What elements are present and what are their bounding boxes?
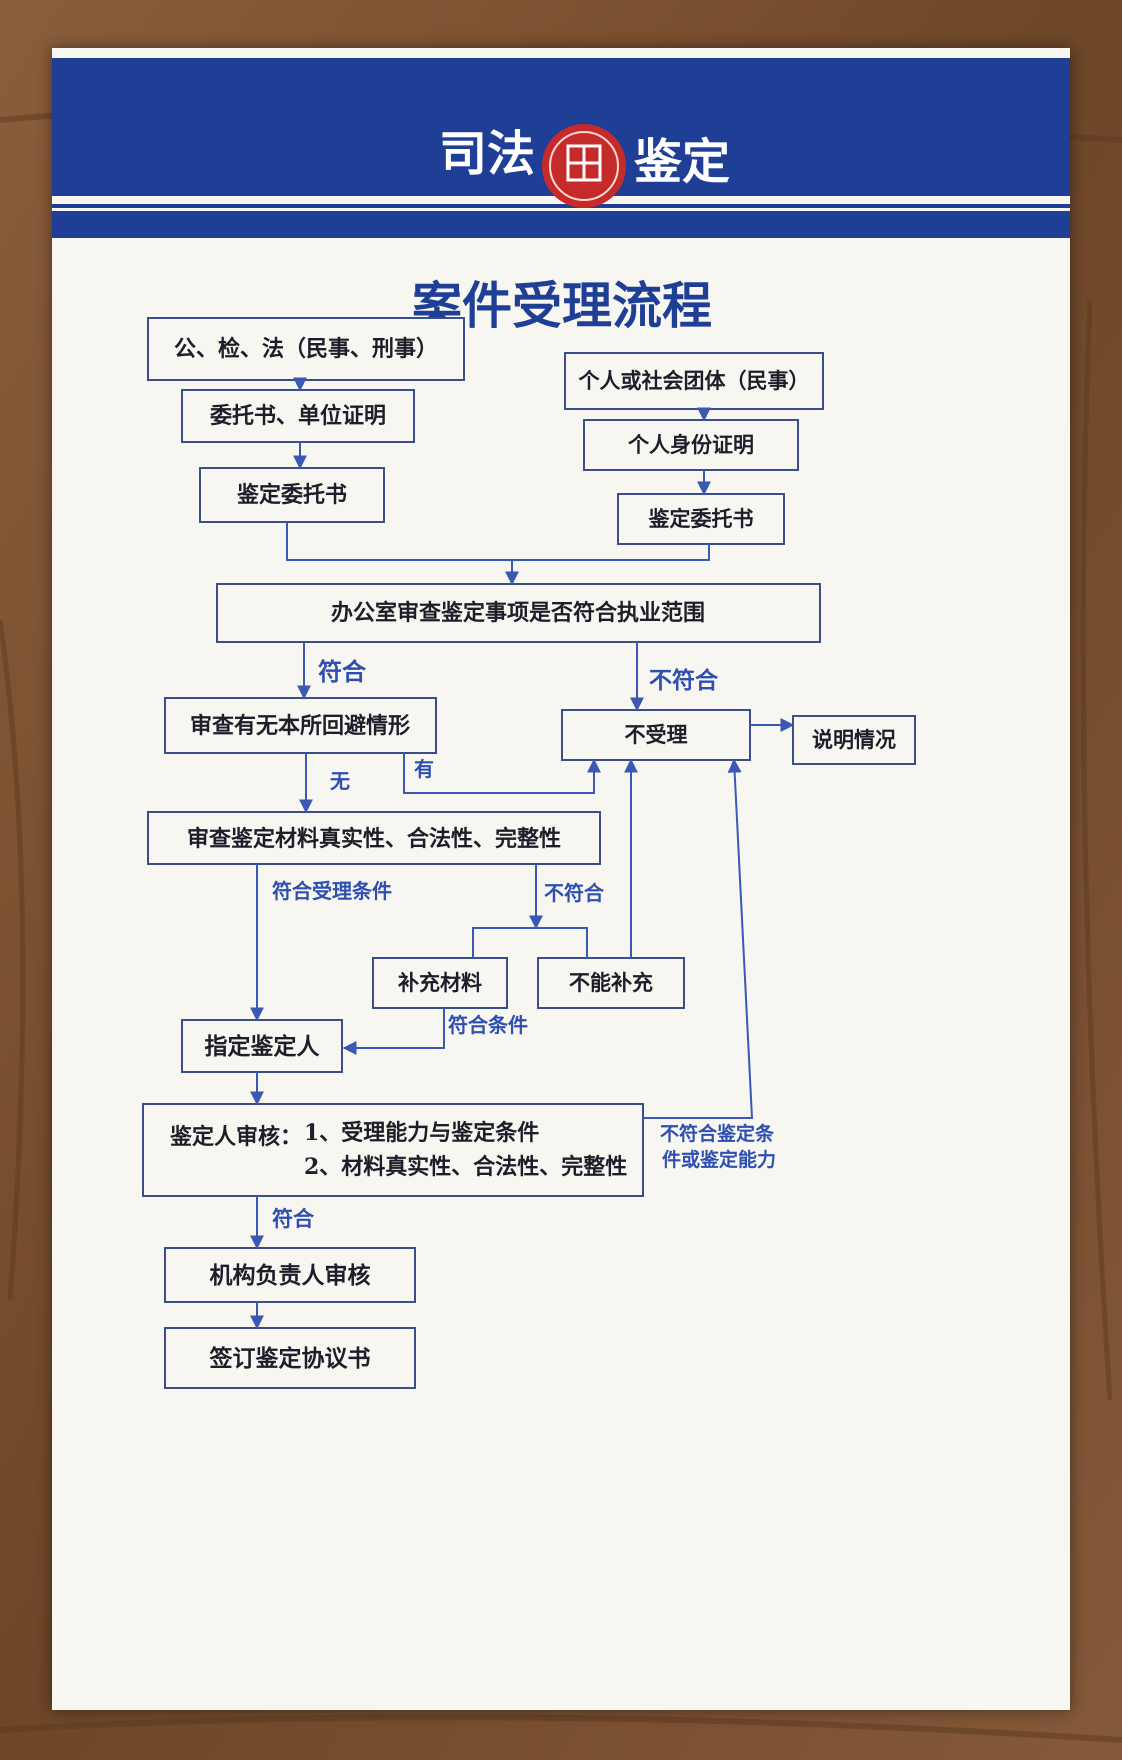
- text-zhiding: 指定鉴定人: [205, 1033, 321, 1060]
- box-fuzeren: [164, 1247, 416, 1303]
- text-buchong: 补充材料: [397, 970, 482, 995]
- box-bushouli: [561, 709, 751, 761]
- split-line: [472, 927, 588, 958]
- box-geren-shetuan: [564, 352, 824, 410]
- box-shuoming: [792, 715, 916, 765]
- text-jianding-weituoshu-left: 鉴定委托书: [236, 482, 347, 508]
- text-weituoshu: 委托书、单位证明: [210, 403, 386, 429]
- label-you: 有: [414, 757, 434, 781]
- text-xieyi: 签订鉴定协议书: [209, 1345, 371, 1372]
- flowchart-diagram: 司法 鉴定 案件受理流程: [52, 58, 1070, 1389]
- box-shenhe: [142, 1103, 644, 1197]
- text-fuzeren: 机构负责人审核: [210, 1262, 371, 1289]
- label-bufuhe-long-line2: 件或鉴定能力: [662, 1148, 776, 1171]
- label-bufuhe-1: 不符合: [649, 667, 719, 694]
- label-bufuhe-2: 不符合: [544, 881, 605, 905]
- text-gongjianfa: 公、检、法（民事、刑事）: [174, 336, 438, 362]
- merge-line: [286, 522, 710, 561]
- box-huibi: [164, 697, 437, 754]
- box-geren-shenfen: [583, 419, 799, 471]
- box-weituoshu: [181, 389, 415, 443]
- text-geren-shetuan: 个人或社会团体（民事）: [579, 368, 810, 393]
- label-fuhe-1: 符合: [318, 657, 367, 686]
- arrow-shenhe-to-bushouli: [643, 758, 754, 1119]
- box-jianding-weituoshu-right: [617, 493, 785, 545]
- text-huibi: 审查有无本所回避情形: [190, 713, 410, 739]
- label-fuhe-2: 符合: [272, 1206, 315, 1231]
- box-buneng: [537, 957, 685, 1009]
- box-bangongshi: [216, 583, 821, 643]
- text-shenhe-line1: 1、受理能力与鉴定条件: [304, 1120, 539, 1146]
- box-gongjianfa: [147, 317, 465, 381]
- arrow-buchong-to-zhiding: [342, 1008, 445, 1055]
- label-fuhe-shouli: 符合受理条件: [272, 879, 392, 903]
- label-bufuhe-long-line1: 不符合鉴定条: [660, 1122, 775, 1145]
- text-geren-shenfen: 个人身份证明: [628, 432, 754, 457]
- label-wu: 无: [330, 769, 350, 793]
- justice-seal-icon: [542, 124, 626, 208]
- text-buneng: 不能补充: [569, 970, 653, 995]
- text-bangongshi: 办公室审查鉴定事项是否符合执业范围: [331, 600, 705, 626]
- text-shenhe-prefix: 鉴定人审核：: [169, 1124, 302, 1150]
- label-fuhe-tiaojian: 符合条件: [448, 1013, 528, 1037]
- box-xieyi: [164, 1327, 416, 1389]
- box-cailiao: [147, 811, 601, 865]
- text-bushouli: 不受理: [625, 722, 688, 747]
- header-right-text: 鉴定: [634, 134, 730, 190]
- text-jianding-weituoshu-right: 鉴定委托书: [648, 506, 754, 531]
- text-shuoming: 说明情况: [812, 727, 896, 752]
- arrow-huibi-you-to-bushouli: [403, 753, 601, 794]
- box-buchong: [372, 957, 508, 1009]
- box-zhiding: [181, 1019, 343, 1073]
- header-left-text: 司法: [439, 126, 535, 182]
- box-jianding-weituoshu-left: [199, 467, 385, 523]
- text-cailiao: 审查鉴定材料真实性、合法性、完整性: [187, 826, 561, 852]
- text-shenhe-line2: 2、材料真实性、合法性、完整性: [304, 1154, 627, 1180]
